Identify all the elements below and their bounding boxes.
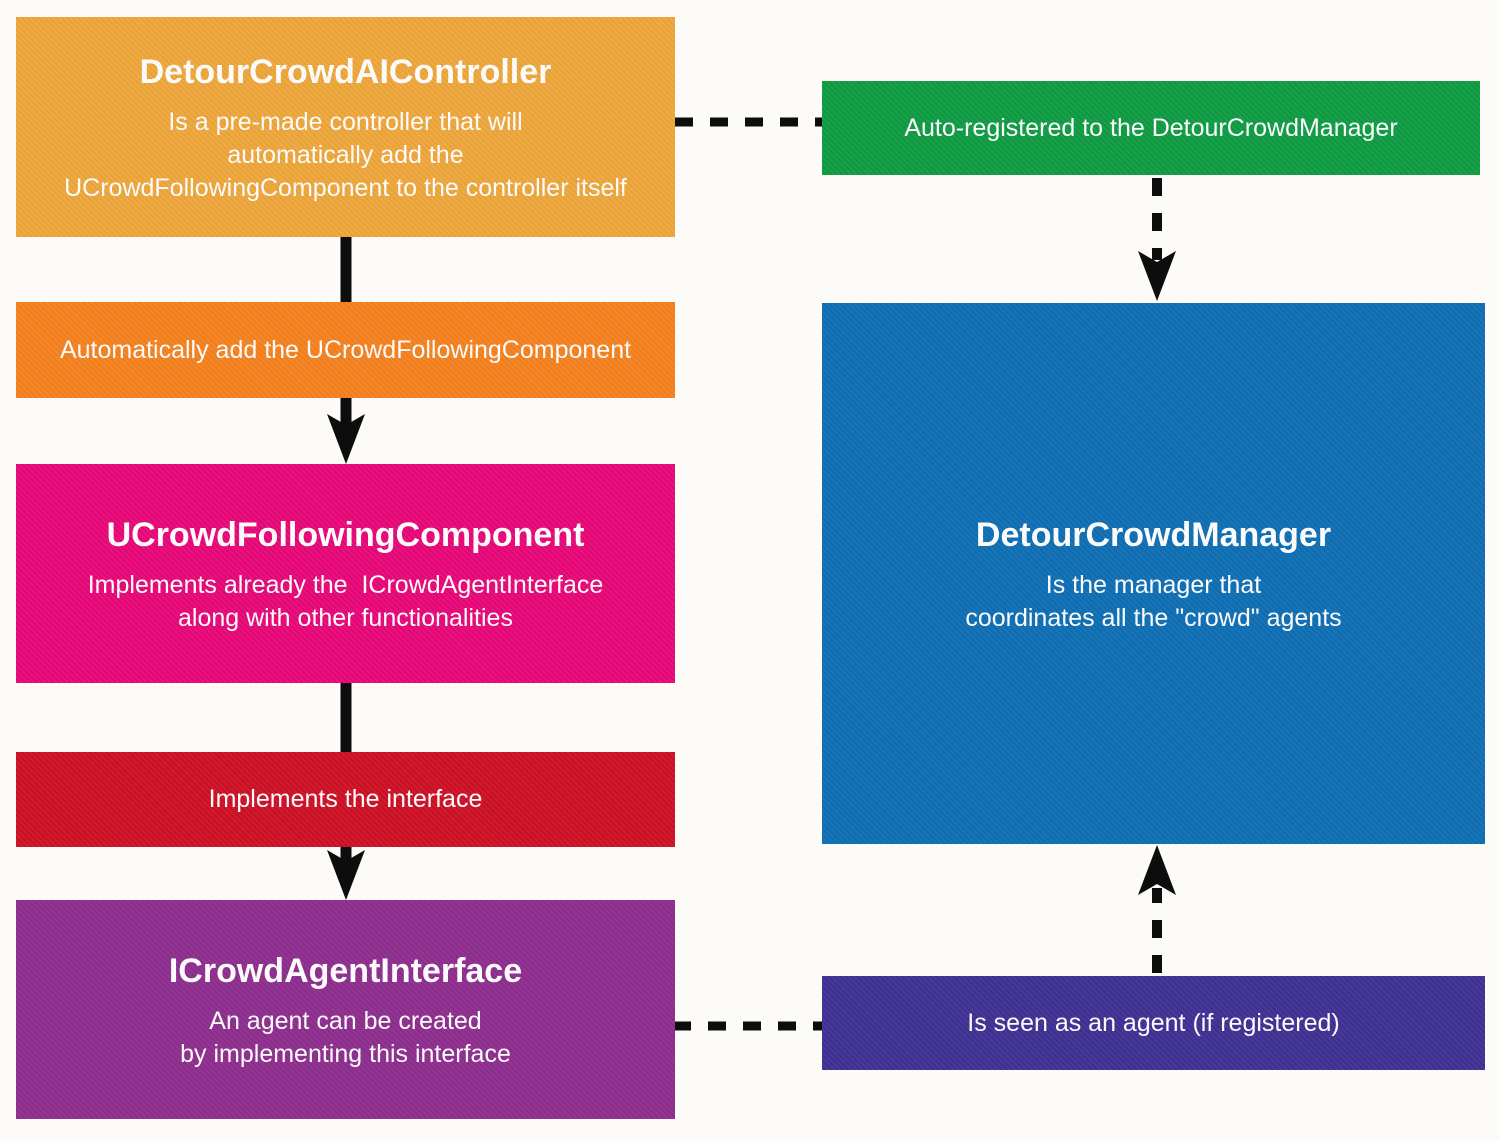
description-line: Is a pre-made controller that will bbox=[168, 107, 523, 136]
label-implements-the-interface: Implements the interface bbox=[16, 752, 675, 847]
description-line: by implementing this interface bbox=[180, 1039, 511, 1068]
description-line: along with other functionalities bbox=[178, 603, 513, 632]
node-description: Is a pre-made controller that will autom… bbox=[64, 106, 627, 205]
node-title: DetourCrowdManager bbox=[975, 515, 1332, 554]
node-title: DetourCrowdAIController bbox=[139, 52, 552, 91]
label-seen-as-agent: Is seen as an agent (if registered) bbox=[822, 976, 1485, 1070]
node-detourcrowdmanager: DetourCrowdManager Is the manager that c… bbox=[822, 303, 1485, 844]
label-text: Auto-registered to the DetourCrowdManage… bbox=[904, 113, 1398, 142]
label-auto-registered: Auto-registered to the DetourCrowdManage… bbox=[822, 81, 1480, 175]
node-title: ICrowdAgentInterface bbox=[168, 951, 523, 990]
dashed-arrow-autoregistered-to-manager bbox=[1138, 178, 1176, 301]
label-text: Automatically add the UCrowdFollowingCom… bbox=[59, 335, 632, 364]
dashed-arrow-seenagent-to-manager bbox=[1138, 845, 1176, 973]
description-line: Implements already the ICrowdAgentInterf… bbox=[87, 570, 604, 599]
node-icrowdagentinterface: ICrowdAgentInterface An agent can be cre… bbox=[16, 900, 675, 1119]
description-line: An agent can be created bbox=[209, 1006, 482, 1035]
node-description: An agent can be created by implementing … bbox=[180, 1005, 511, 1071]
node-description: Is the manager that coordinates all the … bbox=[965, 569, 1341, 635]
node-ucrowdfollowingcomponent: UCrowdFollowingComponent Implements alre… bbox=[16, 464, 675, 683]
description-line: coordinates all the "crowd" agents bbox=[965, 603, 1342, 632]
node-description: Implements already the ICrowdAgentInterf… bbox=[88, 569, 604, 635]
label-text: Implements the interface bbox=[208, 785, 483, 813]
label-text: Is seen as an agent (if registered) bbox=[967, 1008, 1340, 1037]
description-line: automatically add the bbox=[227, 140, 464, 169]
node-detourcrowdaicontroller: DetourCrowdAIController Is a pre-made co… bbox=[16, 17, 675, 237]
description-line: UCrowdFollowingComponent to the controll… bbox=[64, 173, 627, 202]
description-line: Is the manager that bbox=[1045, 570, 1262, 599]
node-title: UCrowdFollowingComponent bbox=[106, 515, 585, 554]
label-automatically-add-component: Automatically add the UCrowdFollowingCom… bbox=[16, 302, 675, 398]
